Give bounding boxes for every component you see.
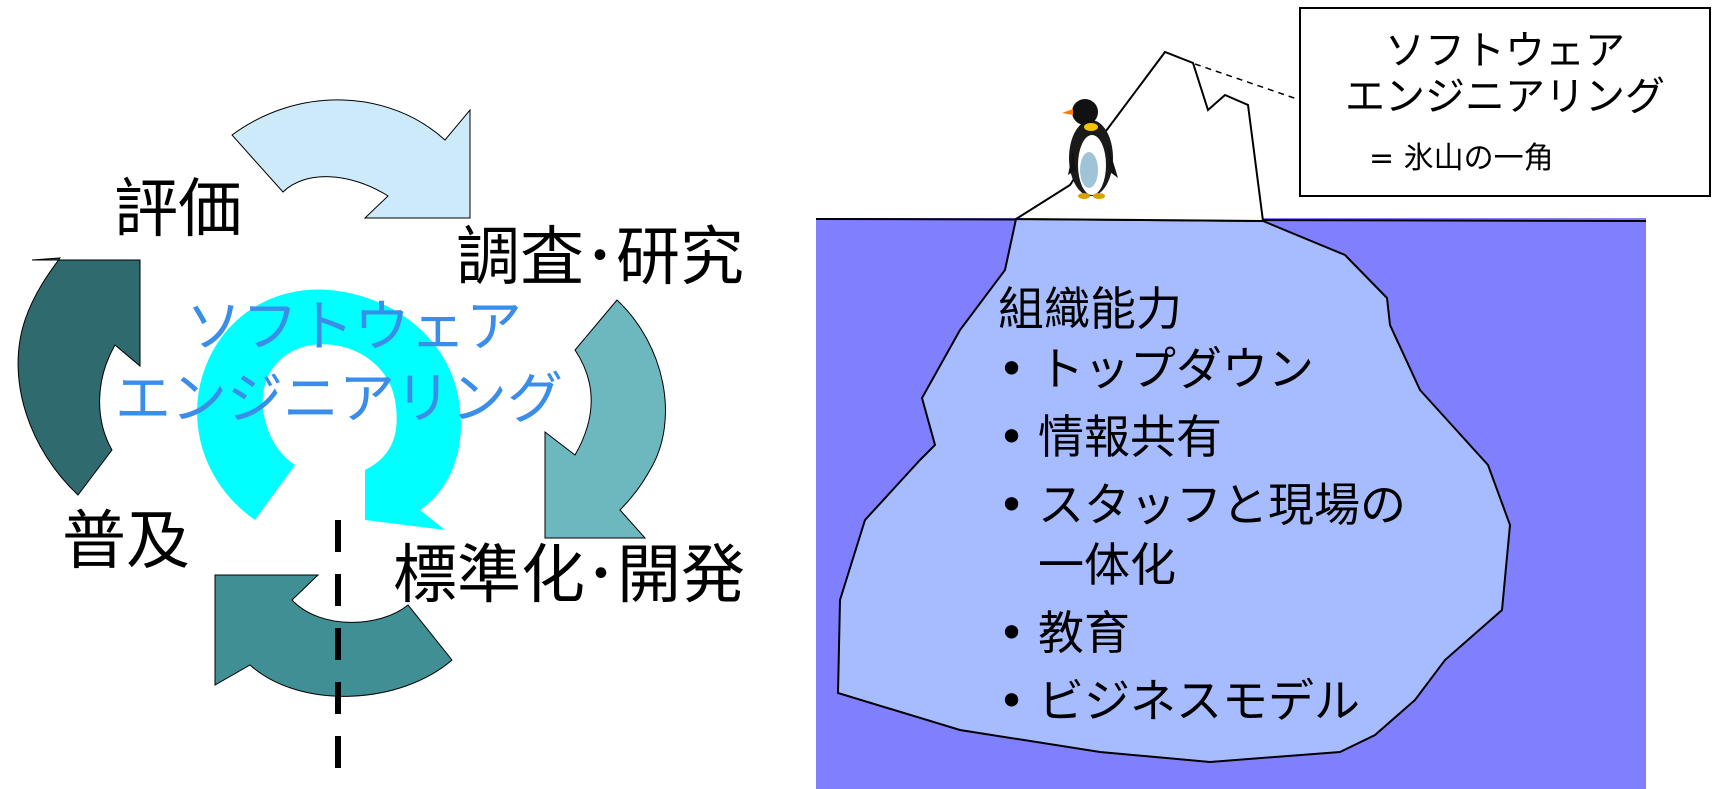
- iceberg-underwater: [836, 217, 1512, 764]
- list-item-text: ビジネスモデル: [1038, 674, 1360, 728]
- list-item-text: 教育: [1038, 606, 1130, 660]
- iceberg-tip: [1012, 50, 1265, 223]
- list-heading: 組織能力: [998, 282, 1182, 336]
- callout-line1: ソフトウェア: [1385, 28, 1625, 74]
- left-cycle-arrow: [17, 257, 141, 496]
- list-item: •ビジネスモデル: [998, 674, 1428, 731]
- bullet: •: [998, 674, 1026, 728]
- list-item-text: トップダウン: [1038, 342, 1314, 396]
- stage-label-diffusion: 普及: [62, 505, 190, 579]
- bullet: •: [998, 342, 1026, 396]
- list-item: •トップダウン: [998, 342, 1428, 399]
- list-item-text: スタッフと現場の一体化: [1038, 478, 1406, 592]
- stage-label-research: 調査･研究: [456, 221, 744, 295]
- bullet: •: [998, 410, 1026, 464]
- callout-pointer: [1194, 63, 1301, 101]
- callout-line3: = 氷山の一角: [1369, 141, 1554, 176]
- callout-line2: エンジニアリング: [1345, 74, 1665, 120]
- penguin-icon: [1062, 99, 1118, 199]
- stage-label-evaluation: 評価: [114, 173, 242, 247]
- capability-items: •トップダウン •情報共有 •スタッフと現場の一体化 •教育 •ビジネスモデル: [998, 342, 1428, 731]
- bullet: •: [998, 478, 1026, 532]
- bottom-cycle-arrow: [214, 574, 453, 697]
- cycle-center-title-line2: エンジニアリング: [115, 367, 563, 432]
- list-item: •教育: [998, 606, 1428, 663]
- cycle-center-title-line1: ソフトウェア: [186, 295, 522, 360]
- iceberg-callout-box: ソフトウェア エンジニアリング = 氷山の一角: [1299, 7, 1711, 197]
- list-item: •スタッフと現場の一体化: [998, 478, 1428, 595]
- top-cycle-arrow: [231, 99, 471, 219]
- right-cycle-arrow: [544, 299, 666, 539]
- center-cycle-arrow: [197, 289, 461, 530]
- bullet: •: [998, 606, 1026, 660]
- organizational-capability-list: 組織能力 •トップダウン •情報共有 •スタッフと現場の一体化 •教育 •ビジネ…: [998, 286, 1428, 746]
- list-item-text: 情報共有: [1038, 410, 1222, 464]
- list-item: •情報共有: [998, 410, 1428, 467]
- stage-label-standardization: 標準化･開発: [393, 539, 745, 613]
